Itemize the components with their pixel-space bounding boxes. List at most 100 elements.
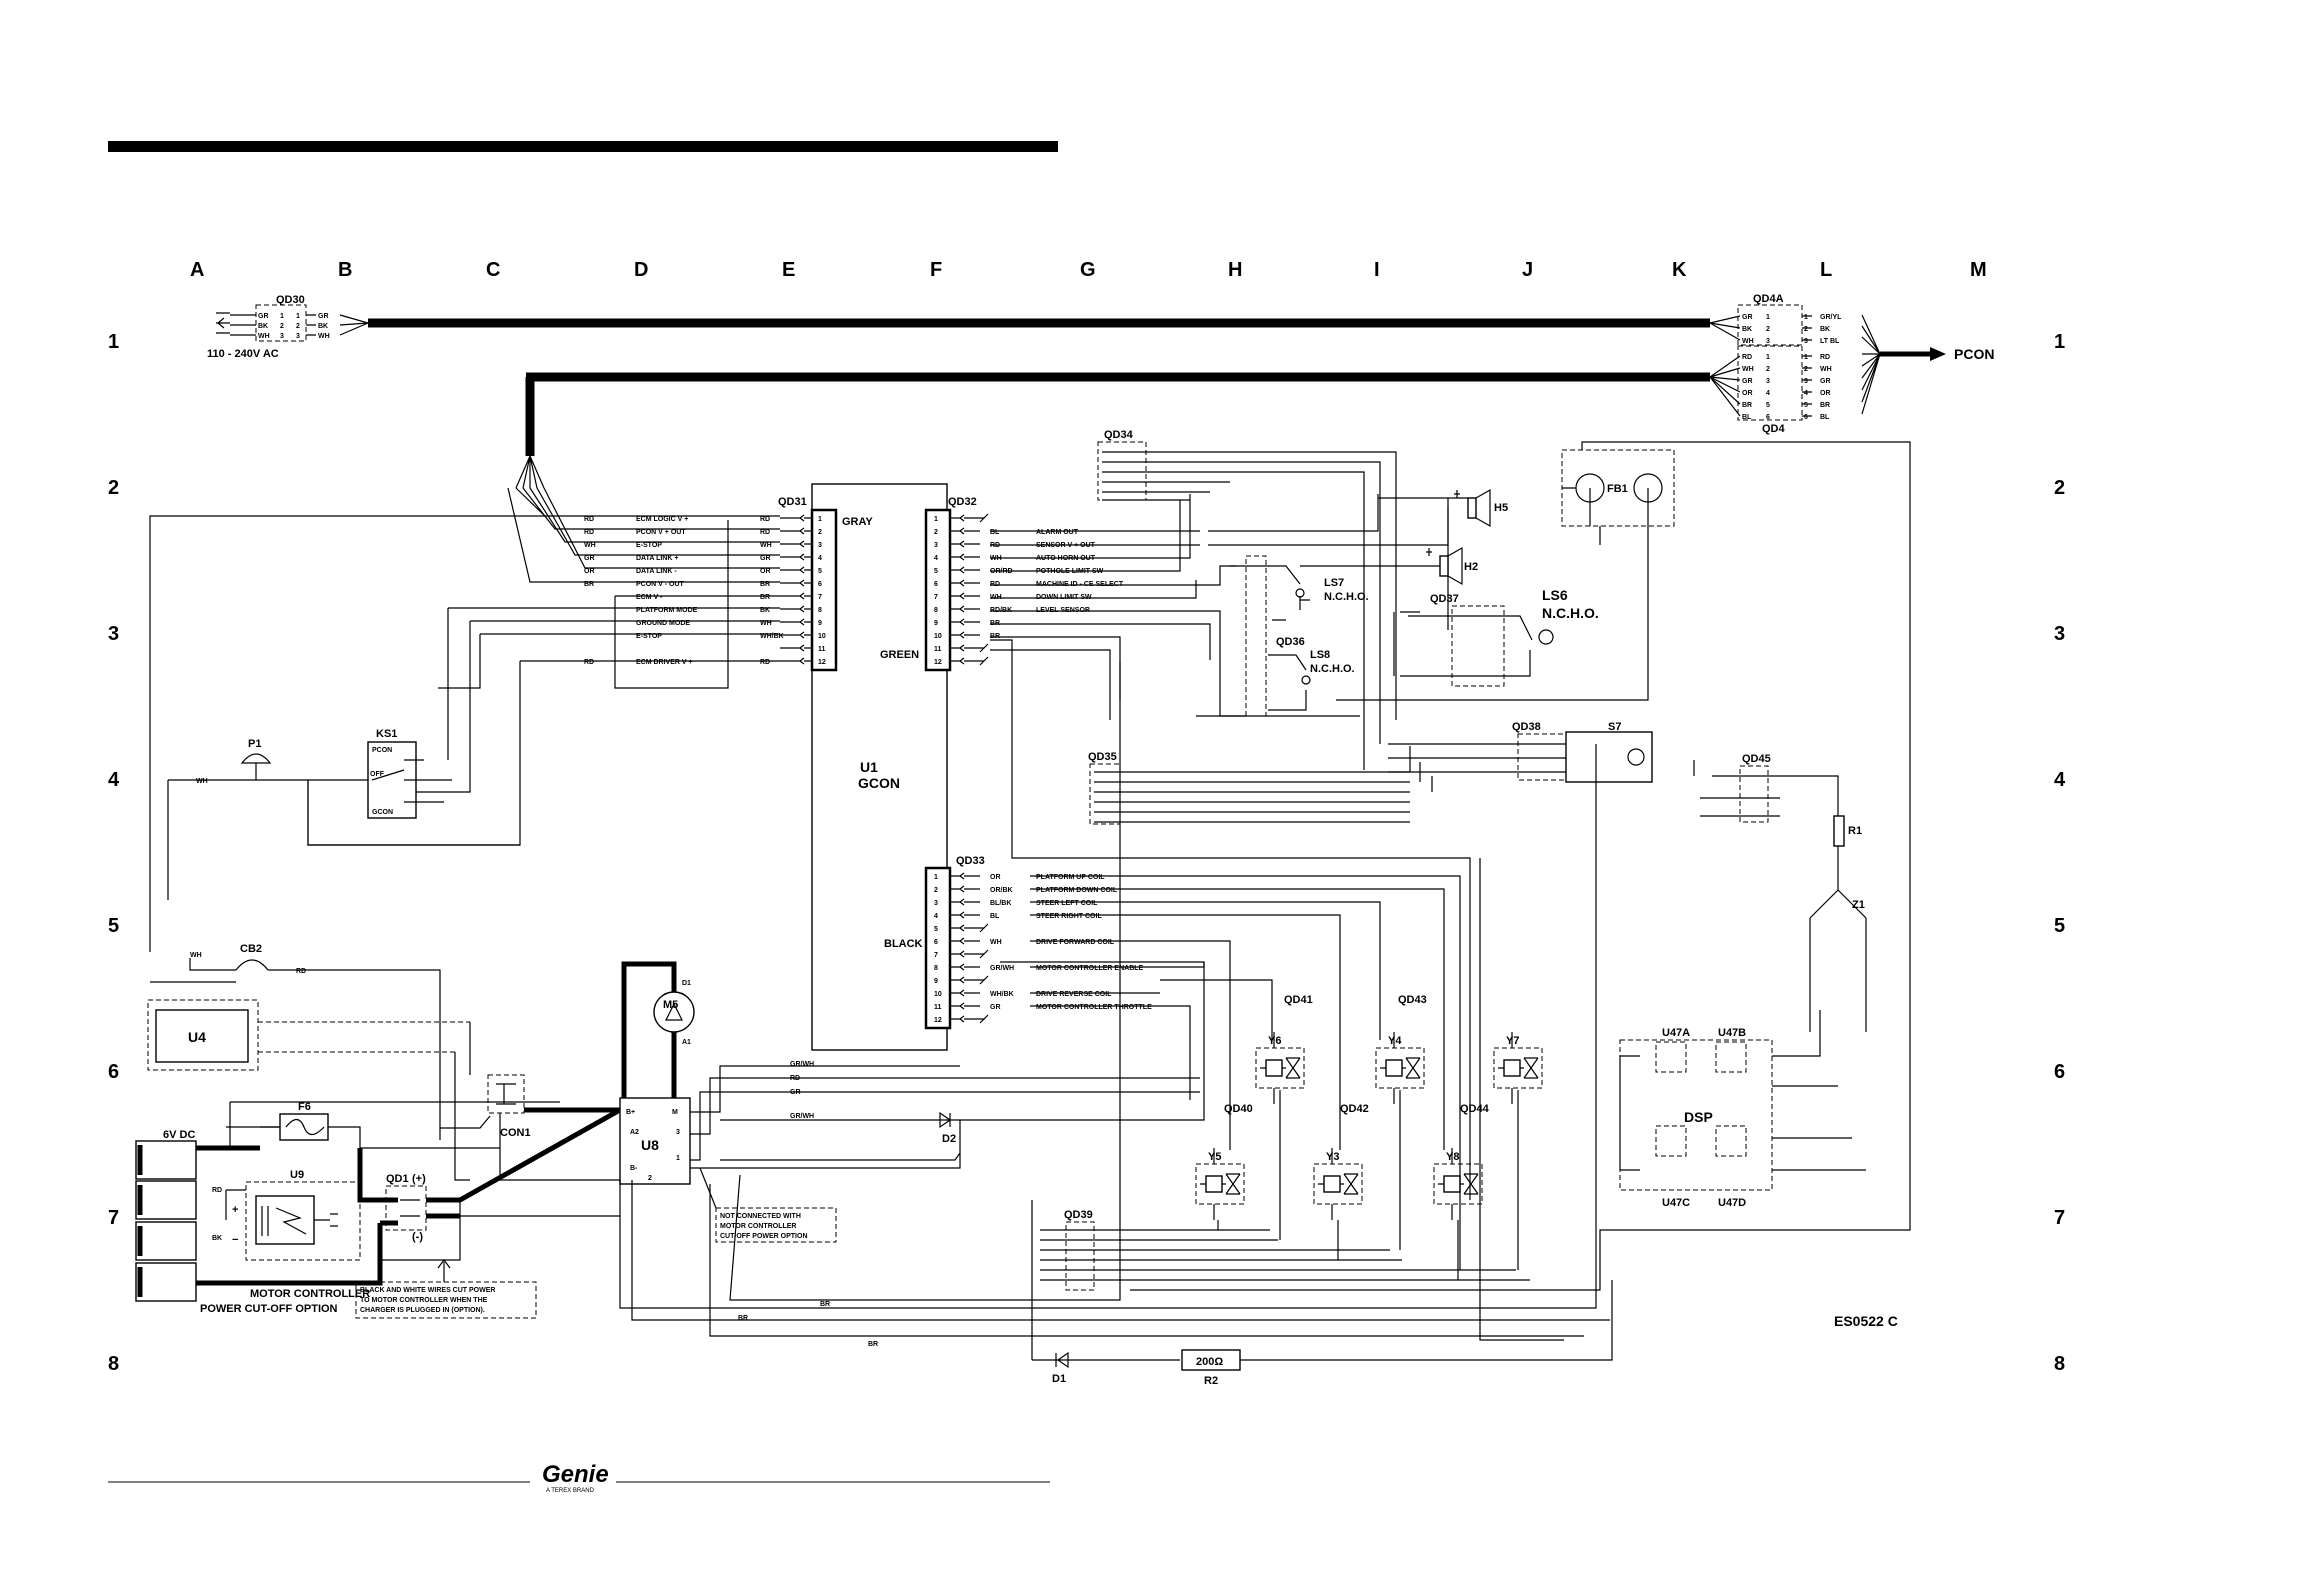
note-cp-line2: TO MOTOR CONTROLLER WHEN THE [360, 1297, 488, 1304]
qd31-pin: 4 [818, 555, 822, 562]
col-label-f: F [930, 259, 942, 281]
qd33-function: STEER RIGHT COIL [1036, 913, 1102, 920]
qd45-label: QD45 [1742, 753, 1771, 765]
qd39-connector: QD39 [1040, 1209, 1530, 1291]
qd31-pin: 10 [818, 633, 826, 640]
note-nc-line2: MOTOR CONTROLLER [720, 1223, 796, 1230]
u9-charger: U9 + − [225, 1169, 361, 1261]
u4-label: U4 [188, 1029, 206, 1045]
qd31-pin: 2 [818, 529, 822, 536]
qd4-pin-left: BL [1742, 414, 1752, 421]
qd37-label: QD37 [1430, 593, 1459, 605]
qd30-pin-num-r: 1 [296, 313, 300, 320]
row-label-right-3: 3 [2054, 623, 2065, 645]
u8-bminus: B- [630, 1165, 638, 1172]
qd4-pin-num-r: 6 [1804, 414, 1808, 421]
col-label-k: K [1672, 259, 1687, 281]
qd33-pin: 10 [934, 991, 942, 998]
qd40-label: QD40 [1224, 1103, 1253, 1115]
note-not-connected: NOT CONNECTED WITH MOTOR CONTROLLER CUT-… [699, 1167, 837, 1243]
d1-label: D1 [1052, 1373, 1066, 1385]
col-label-e: E [782, 259, 795, 281]
qd4a-pin-num-r: 2 [1804, 326, 1808, 333]
qd31-function: PLATFORM MODE [636, 607, 698, 614]
col-label-a: A [190, 259, 204, 281]
row-label-left-4: 4 [108, 769, 120, 791]
qd31-wire-color: RD [584, 529, 594, 536]
qd31-color: BR [760, 581, 770, 588]
row-label-right-6: 6 [2054, 1061, 2065, 1083]
d1-r2: D1 200Ω R2 [1031, 1200, 1613, 1387]
qd32-pin: 1 [934, 516, 938, 523]
qd45-r1-z1: QD45 R1 Z1 [1693, 753, 1867, 1032]
qd4-pin-right: WH [1820, 366, 1832, 373]
qd4-pin-left: WH [1742, 366, 1754, 373]
qd32-pin: 10 [934, 633, 942, 640]
u8-controller: U8 B+ A2 M 3 1 B- 2 [524, 1097, 691, 1185]
note-cut-power: BLACK AND WHITE WIRES CUT POWER TO MOTOR… [355, 1259, 537, 1319]
qd31-function: PCON V - OUT [636, 581, 685, 588]
qd33-pin: 6 [934, 939, 938, 946]
qd4-pin-right: GR [1820, 378, 1831, 385]
p1-label: P1 [248, 738, 261, 750]
qd32-pin: 7 [934, 594, 938, 601]
qd33-function: PLATFORM UP COIL [1036, 874, 1105, 881]
qd4-pin-num: 4 [1766, 390, 1770, 397]
qd4-pin-num: 1 [1766, 354, 1770, 361]
row-label-right-1: 1 [2054, 331, 2065, 353]
qd4-pin-left: BR [1742, 402, 1752, 409]
qd30-pin-color-r: GR [318, 313, 329, 320]
battery-wire-bk: BK [212, 1235, 222, 1242]
qd33-color: GR [990, 1004, 1001, 1011]
gnd-wire-br: BR [820, 1301, 830, 1308]
u8-label: U8 [641, 1137, 659, 1153]
qd33-label: QD33 [956, 855, 985, 867]
qd41-label: QD41 [1284, 994, 1313, 1006]
qd30-pin-num: 3 [280, 333, 284, 340]
qd33-pin: 1 [934, 874, 938, 881]
qd33-pin: 4 [934, 913, 938, 920]
qd33-color: OR [990, 874, 1001, 881]
row-label-right-2: 2 [2054, 477, 2065, 499]
qd32-pin: 11 [934, 646, 942, 653]
qd39-label: QD39 [1064, 1209, 1093, 1221]
p1-estop: P1 WH [167, 738, 520, 900]
qd33-color: OR/BK [990, 887, 1013, 894]
qd30-pin-color-l: WH [258, 333, 270, 340]
qd4-pin-num-r: 1 [1804, 354, 1808, 361]
qd4-pin-right: BR [1820, 402, 1830, 409]
ls8-label: LS8 [1310, 649, 1330, 661]
qd4-pin-num: 5 [1766, 402, 1770, 409]
qd33-pin: 8 [934, 965, 938, 972]
ac-input: 110 - 240V AC [207, 312, 279, 360]
u8-m: M [672, 1109, 678, 1116]
m5-a1: A1 [682, 1039, 691, 1046]
qd31-color: RD [760, 659, 770, 666]
qd38-s7: QD38 S7 [1388, 721, 1653, 783]
genie-sub: A TEREX BRAND [546, 1488, 595, 1494]
qd31-color: RD [760, 529, 770, 536]
qd32-pin: 2 [934, 529, 938, 536]
qd31-pin: 12 [818, 659, 826, 666]
u8-wire-grwh: GR/WH [790, 1061, 814, 1068]
qd4a-pin-left: GR [1742, 314, 1753, 321]
qd32-pin: 9 [934, 620, 938, 627]
row-label-left-3: 3 [108, 623, 119, 645]
qd4a-pin-right: GR/YL [1820, 314, 1842, 321]
con1-contactor: CON1 [440, 1022, 660, 1181]
gcon-black-label: BLACK [884, 938, 923, 950]
h5-label: H5 [1494, 502, 1508, 514]
cb2-breaker: CB2 RD WH [150, 943, 441, 1140]
row-label-left-8: 8 [108, 1353, 119, 1375]
qd31-function: E-STOP [636, 633, 662, 640]
qd32-function: ALARM OUT [1036, 529, 1079, 536]
cb2-wire-rd: RD [296, 968, 306, 975]
qd31-color: WH [760, 542, 772, 549]
row-label-right-4: 4 [2054, 769, 2066, 791]
qd1-label: QD1 [386, 1173, 409, 1185]
qd33-pin: 7 [934, 952, 938, 959]
